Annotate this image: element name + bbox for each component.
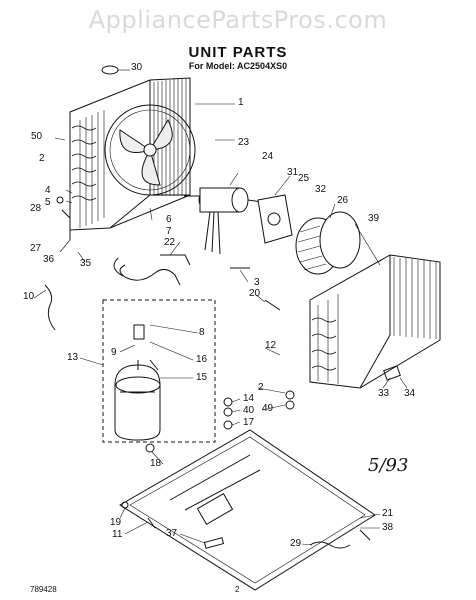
callout-2-lower: 2 [258,382,264,393]
callout-21: 21 [382,508,394,519]
evaporator-coil [69,77,191,231]
fan-motor [184,187,263,255]
callout-16: 16 [196,354,208,365]
callout-37: 37 [166,528,178,539]
small-parts [44,65,401,549]
callout-40: 40 [243,405,255,416]
compressor-assembly [102,299,216,443]
blower-wheel [295,211,361,275]
refrigerant-tubing [113,254,191,286]
handwritten-date: 5/93 [368,455,409,476]
callout-20: 20 [249,288,261,299]
callout-24: 24 [262,151,274,162]
callout-3: 3 [254,277,260,288]
leader-lines [33,69,408,546]
motor-mount-plate [257,194,293,244]
callout-29: 29 [290,538,302,549]
callout-36: 36 [43,254,55,265]
callout-18: 18 [150,458,162,469]
callout-30: 30 [131,62,143,73]
callout-32: 32 [315,184,327,195]
base-pan [119,429,376,591]
callout-14: 14 [243,393,255,404]
callout-6: 6 [166,214,172,225]
footer-code: 789428 [30,585,57,594]
callout-10: 10 [23,291,35,302]
page-title: UNIT PARTS [188,44,288,61]
page-number: 2 [235,585,240,594]
callout-5: 5 [45,197,51,208]
callout-22: 22 [164,237,176,248]
callout-4: 4 [45,185,51,196]
callout-15: 15 [196,372,208,383]
callout-23: 23 [238,137,250,148]
callout-9: 9 [111,347,117,358]
callout-7: 7 [166,226,172,237]
fan-blade [104,104,196,196]
callout-31: 31 [287,167,299,178]
callout-12: 12 [265,340,277,351]
callout-49: 49 [262,403,274,414]
callout-8: 8 [199,327,205,338]
callout-13: 13 [67,352,79,363]
callout-25: 25 [298,173,310,184]
callout-50: 50 [31,131,43,142]
callout-33: 33 [378,388,390,399]
callout-38: 38 [382,522,394,533]
callout-28: 28 [30,203,42,214]
watermark: AppliancePartsPros.com [88,6,388,34]
callout-1: 1 [238,97,244,108]
callout-2-upper: 2 [39,153,45,164]
callout-17: 17 [243,417,255,428]
callout-34: 34 [404,388,416,399]
callout-26: 26 [337,195,349,206]
callout-39: 39 [368,213,380,224]
callout-27: 27 [30,243,42,254]
callout-11: 11 [112,529,123,540]
callout-35: 35 [80,258,92,269]
model-subtitle: For Model: AC2504XS0 [188,61,288,71]
condenser-coil [309,254,441,389]
callout-19: 19 [110,517,122,528]
